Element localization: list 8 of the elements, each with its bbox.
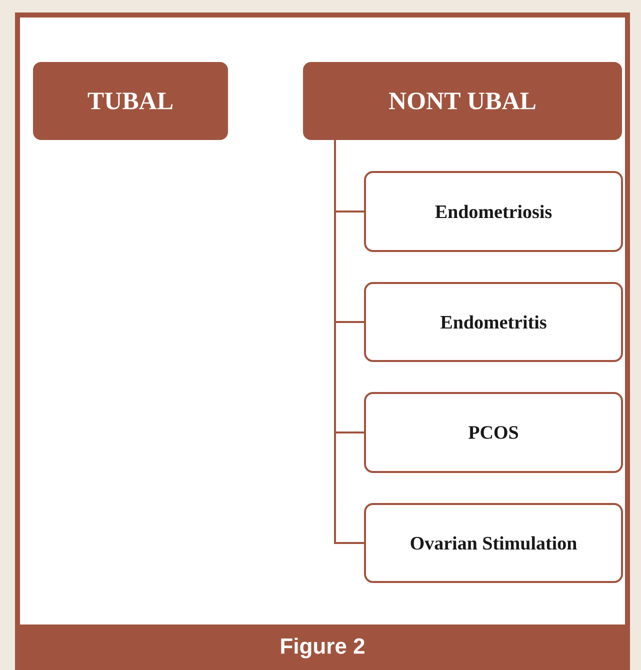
category-box: NONT UBAL	[303, 62, 622, 140]
cause-box: Endometriosis	[364, 171, 623, 252]
category-box: TUBAL	[33, 62, 228, 140]
cause-box: Ovarian Stimulation	[364, 503, 623, 583]
connector-line	[334, 140, 364, 544]
cause-box: Endometritis	[364, 282, 623, 362]
cause-box: PCOS	[364, 392, 623, 473]
caption-bar: Figure 2	[15, 627, 630, 670]
